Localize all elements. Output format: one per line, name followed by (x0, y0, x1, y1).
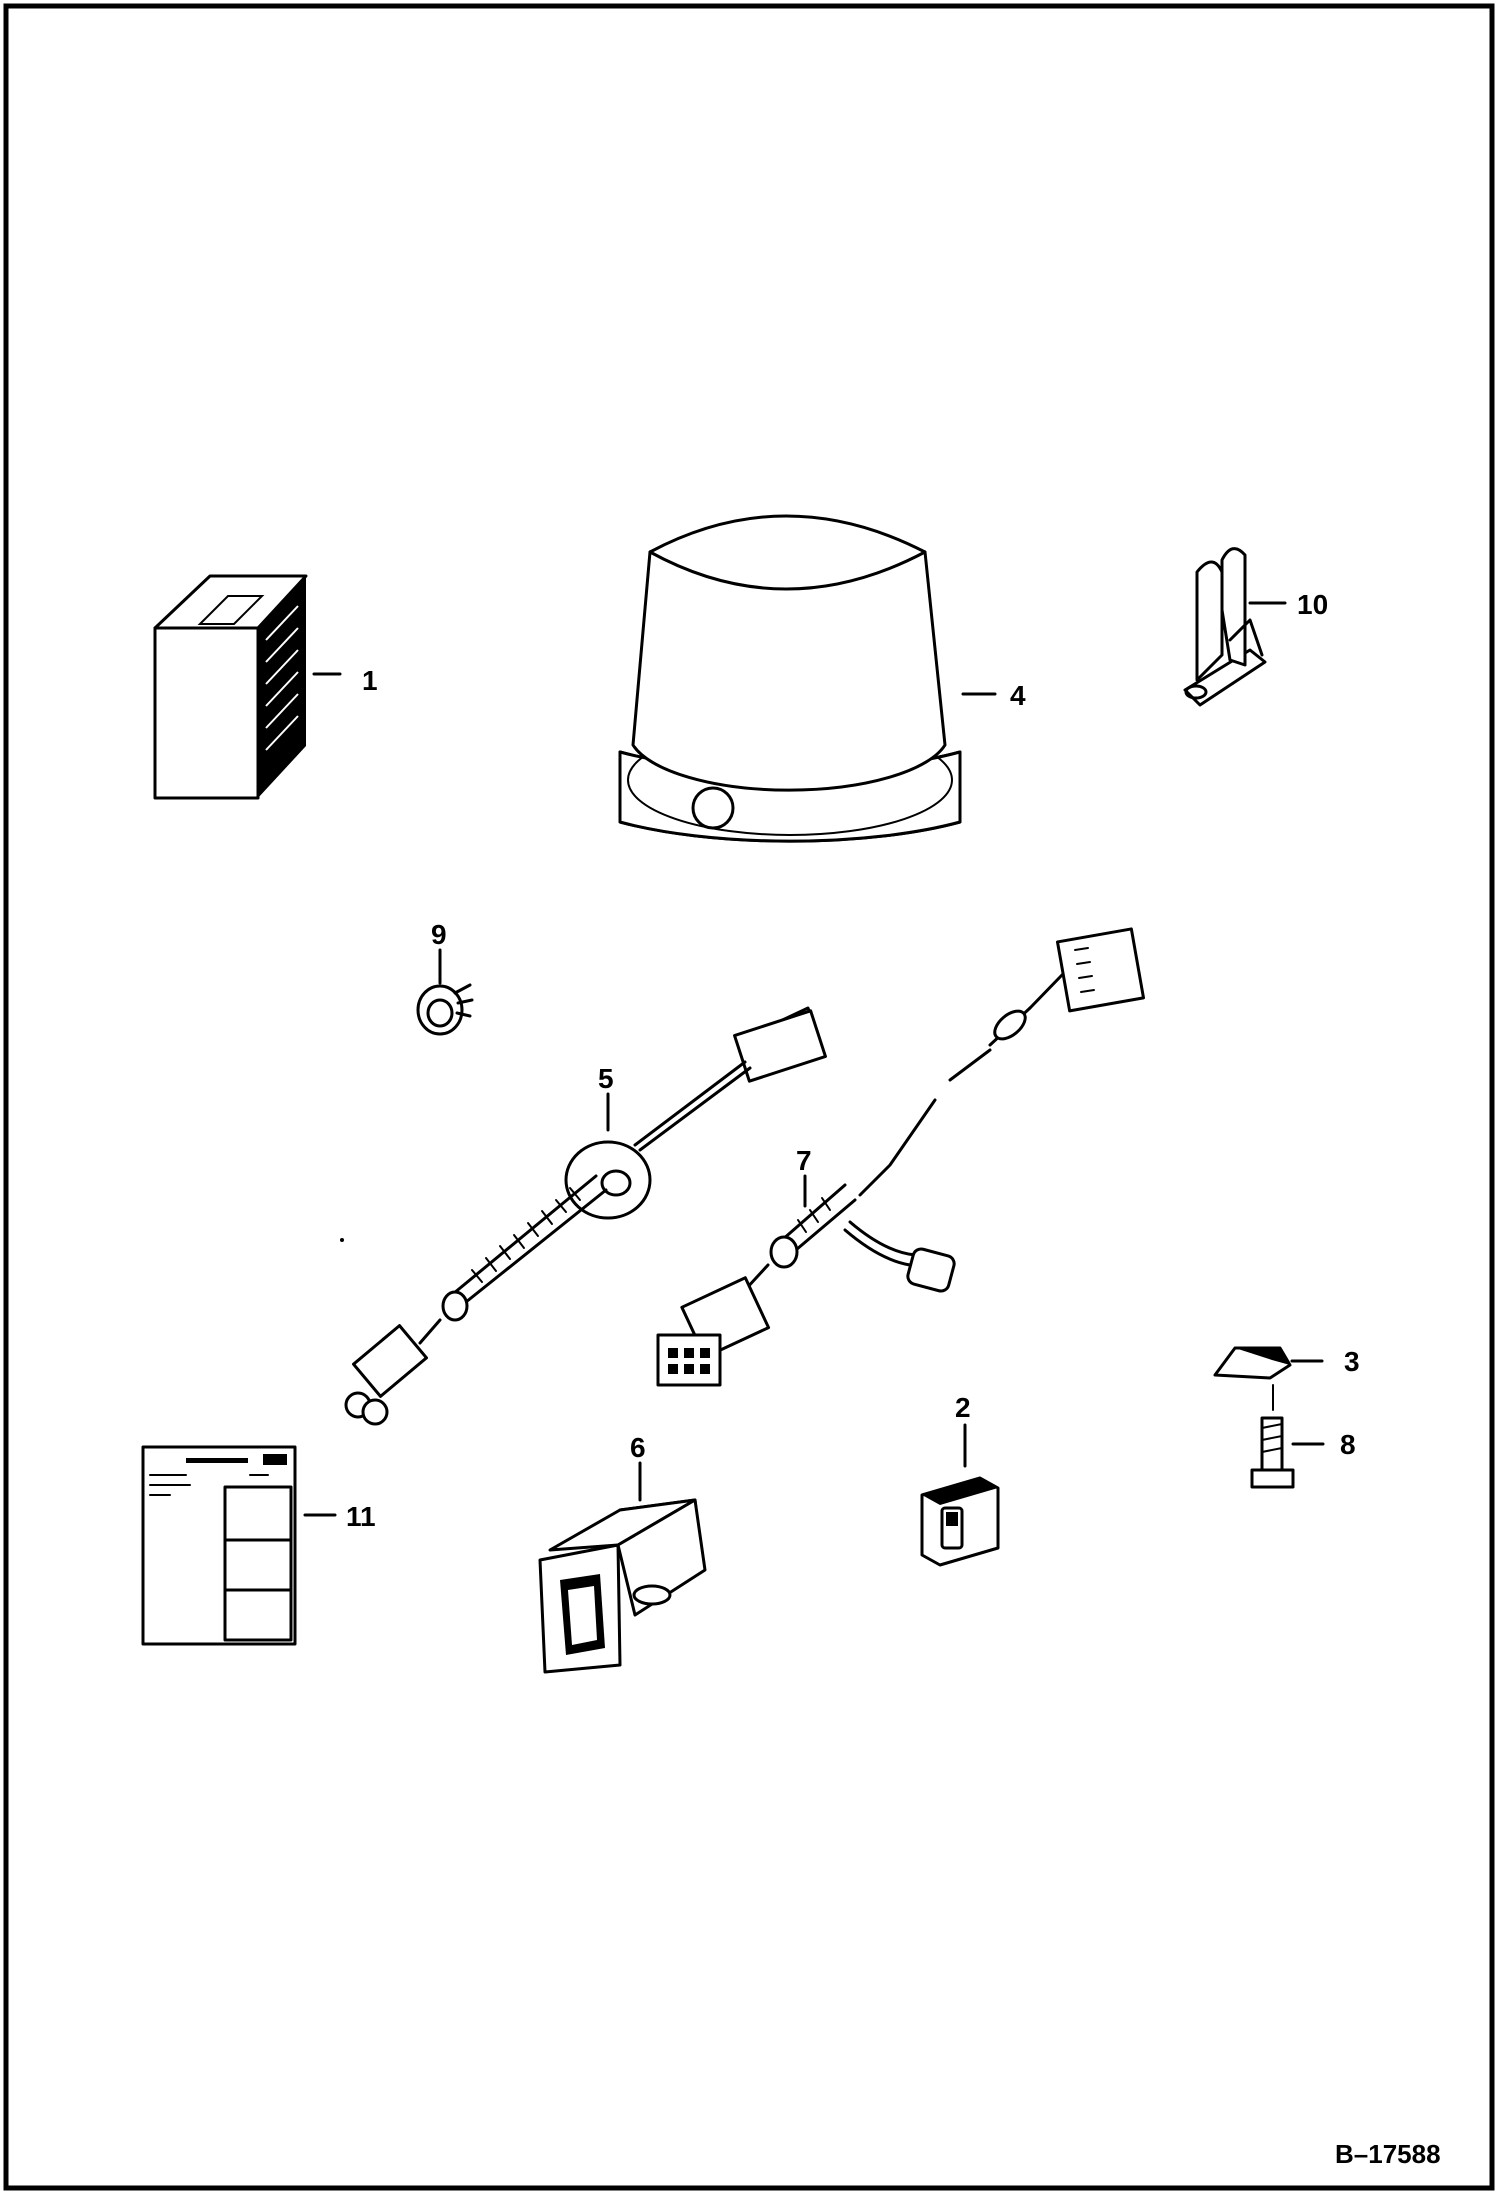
beacon-light-part (618, 514, 962, 843)
callout-6: 6 (630, 1432, 646, 1463)
callout-3: 3 (1344, 1346, 1360, 1377)
clip-nut-part (1213, 1346, 1292, 1380)
callout-11: 11 (346, 1501, 376, 1532)
page-border (3, 3, 1495, 2191)
callout-2: 2 (955, 1392, 971, 1423)
callout-1: 1 (362, 665, 378, 696)
figure-reference: B–17588 (1335, 2139, 1441, 2169)
callout-4: 4 (1010, 680, 1026, 711)
bolt-part (1250, 1384, 1295, 1489)
mounting-bracket-part (538, 1498, 707, 1674)
mount-latch-part (1183, 547, 1267, 707)
callout-8: 8 (1340, 1429, 1356, 1460)
wire-harness-7-part (656, 927, 1146, 1387)
rocker-switch-part (920, 1476, 1000, 1567)
stray-mark (340, 1238, 344, 1242)
callout-9: 9 (431, 919, 447, 950)
callout-7: 7 (796, 1145, 812, 1176)
relay-part (153, 574, 308, 800)
instruction-sheet-part (141, 1445, 297, 1646)
callout-10: 10 (1297, 589, 1328, 620)
callout-5: 5 (598, 1063, 614, 1094)
push-rivet-part (416, 983, 474, 1036)
wire-harness-5-part (344, 1006, 827, 1426)
